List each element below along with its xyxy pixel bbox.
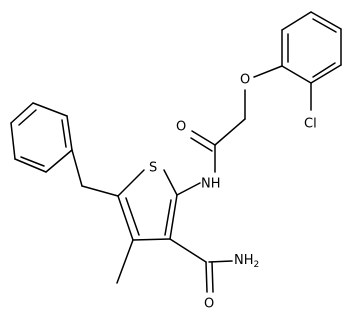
benzyl-phenyl-ring	[10, 102, 73, 173]
ether-oxygen-label: O	[240, 73, 250, 88]
chlorine-label: Cl	[304, 117, 317, 132]
carbonyl-double-bond	[211, 261, 214, 293]
carbonyl-double-bond	[191, 130, 216, 146]
bond	[281, 11, 312, 31]
bond	[61, 119, 67, 148]
benzyl-ch2-bond	[81, 185, 119, 197]
bond	[20, 156, 45, 167]
bond	[10, 122, 16, 160]
bond	[169, 194, 178, 240]
bond	[310, 11, 342, 30]
bond	[117, 195, 134, 241]
bond	[18, 109, 37, 126]
sulfur-label: S	[149, 161, 157, 176]
amide-nh-label: NH	[201, 177, 221, 192]
carbonyl-double-bond	[190, 137, 213, 152]
amide-cn-bond	[208, 260, 233, 263]
benzyl-ch2-bond	[71, 149, 83, 187]
amide-carbonyl-oxygen-label: O	[204, 297, 214, 312]
methyl-bond	[116, 239, 134, 284]
thiophene-ring	[117, 169, 178, 241]
chlorophenyl-ring	[281, 11, 342, 84]
carboxamide-bond	[169, 238, 207, 263]
bond	[132, 238, 171, 241]
bond	[66, 115, 73, 151]
bond	[312, 18, 337, 33]
bond	[45, 149, 73, 173]
c-nh-bond	[176, 182, 201, 196]
bond	[310, 64, 342, 84]
bond	[163, 169, 178, 196]
ether-aryl-bond	[253, 65, 283, 78]
bond	[10, 102, 34, 124]
acetyl-ch2-bond	[214, 118, 246, 146]
carbonyl-oxygen-label: O	[176, 120, 186, 135]
amine-label: NH2	[234, 253, 259, 270]
bond	[125, 197, 140, 236]
bond	[32, 102, 68, 117]
bond	[117, 169, 145, 197]
bond	[14, 158, 47, 173]
bond	[281, 65, 312, 84]
amine-subscript: 2	[254, 260, 260, 270]
bond	[164, 199, 172, 236]
carbonyl-double-bond	[205, 261, 208, 293]
bond	[312, 62, 336, 78]
amine-nh-text: NH	[234, 253, 254, 268]
